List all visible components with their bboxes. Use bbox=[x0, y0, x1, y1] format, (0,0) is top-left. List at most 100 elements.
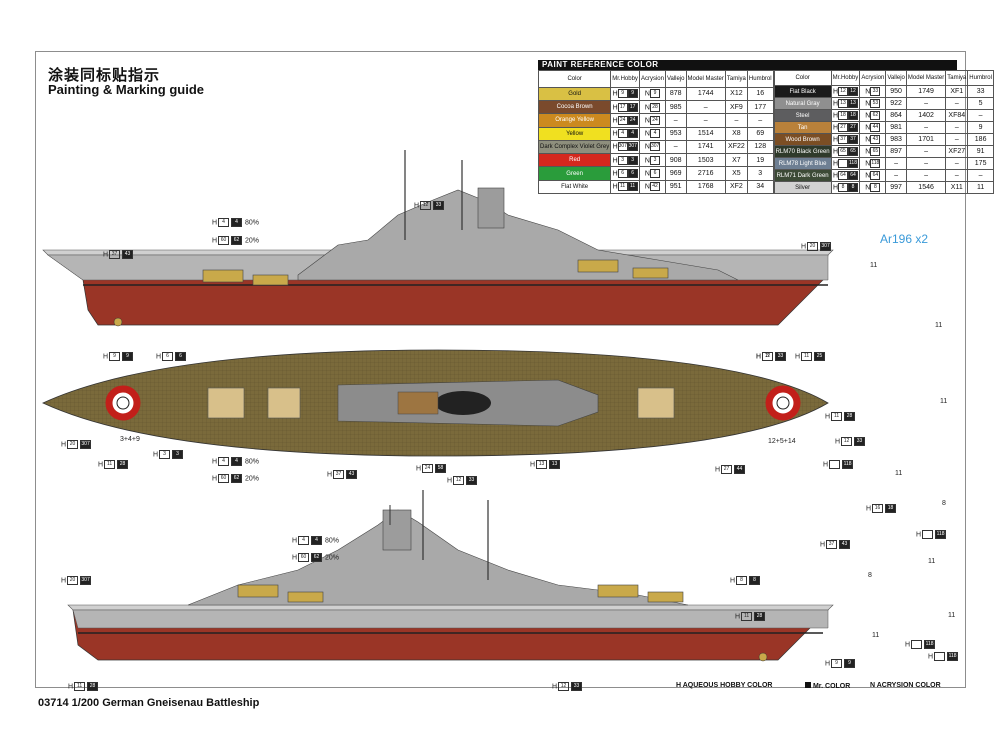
paint-color-swatch: Steel bbox=[773, 109, 832, 122]
paint-column-header: Color bbox=[773, 70, 832, 86]
legend-mr: Mr. COLOR bbox=[805, 682, 850, 690]
paint-table-title: PAINT REFERENCE COLOR bbox=[538, 60, 957, 70]
paint-tamiya-code: XF22 bbox=[724, 139, 748, 155]
ship-profile-bottom bbox=[67, 490, 834, 662]
paint-vallejo-code: 997 bbox=[885, 181, 907, 194]
legend-mr-box bbox=[805, 682, 811, 688]
paint-color-swatch: RLM70 Black Green bbox=[773, 145, 832, 158]
paint-color-swatch: Wood Brown bbox=[773, 133, 832, 146]
legend-h-letter: H bbox=[676, 682, 682, 689]
ship-drawings bbox=[42, 150, 834, 662]
paint-vallejo-code: – bbox=[885, 169, 907, 182]
paint-tamiya-code: XF27 bbox=[945, 145, 969, 158]
paint-vallejo-code: 985 bbox=[664, 99, 687, 115]
paint-humbrol-code: 16 bbox=[746, 86, 774, 101]
aircraft-number-9: 11 bbox=[948, 612, 956, 619]
paint-color-swatch: Natural Gray bbox=[773, 97, 832, 110]
paint-humbrol-code: 5 bbox=[967, 97, 994, 110]
paint-color-swatch: Flat White bbox=[537, 179, 612, 195]
paint-tamiya-code: X12 bbox=[724, 86, 748, 101]
paint-mm-code: – bbox=[905, 169, 947, 182]
paint-column-header: Acrysion bbox=[859, 70, 887, 86]
paint-mm-code: – bbox=[685, 113, 726, 128]
paint-color-swatch: Orange Yellow bbox=[537, 113, 612, 128]
paint-column-header: Mr.Hobby bbox=[610, 70, 640, 88]
paint-tamiya-code: – bbox=[945, 121, 969, 134]
paint-color-swatch: RLM71 Dark Green bbox=[773, 169, 832, 182]
turret-label-fore: 3+4+9 bbox=[120, 436, 140, 443]
paint-column-header: Model Master bbox=[905, 70, 947, 86]
paint-mm-code: – bbox=[905, 145, 947, 158]
paint-mm-code: – bbox=[905, 121, 947, 134]
paint-humbrol-code: – bbox=[746, 113, 774, 128]
paint-acrysion-code: N307 bbox=[638, 139, 666, 155]
aircraft-number-7: 8 bbox=[868, 572, 872, 579]
paint-mm-code: – bbox=[905, 157, 947, 170]
paint-tamiya-code: X11 bbox=[945, 181, 969, 194]
paint-mm-code: 1402 bbox=[905, 109, 947, 122]
paint-tamiya-code: – bbox=[724, 113, 748, 128]
paint-tamiya-code: – bbox=[945, 169, 969, 182]
paint-tamiya-code: XF84 bbox=[945, 109, 969, 122]
turret-bruno bbox=[252, 274, 289, 286]
paint-vallejo-code: – bbox=[664, 113, 687, 128]
paint-humbrol-code: 91 bbox=[967, 145, 994, 158]
paint-humbrol-code: 34 bbox=[746, 179, 774, 195]
legend-h-label: AQUEOUS HOBBY COLOR bbox=[682, 682, 773, 689]
paint-mm-code: 1749 bbox=[905, 85, 947, 98]
title-english: Painting & Marking guide bbox=[48, 82, 205, 97]
paint-column-header: Acrysion bbox=[638, 70, 666, 88]
paint-column-header: Tamiya bbox=[945, 70, 969, 86]
paint-humbrol-code: 11 bbox=[967, 181, 994, 194]
paint-vallejo-code: 878 bbox=[664, 86, 687, 101]
paint-vallejo-code: 950 bbox=[885, 85, 907, 98]
paint-column-header: Humbrol bbox=[746, 70, 774, 88]
aircraft-number-6: 11 bbox=[928, 558, 936, 565]
paint-vallejo-code: 981 bbox=[885, 121, 907, 134]
aircraft-number-2: 11 bbox=[935, 322, 943, 329]
